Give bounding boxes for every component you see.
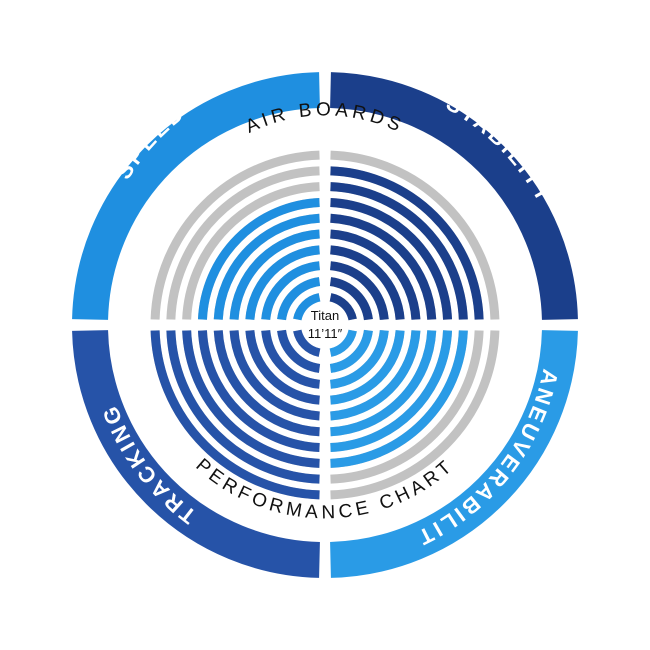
- bar-arc-maneuverability: [329, 329, 389, 389]
- bar-arc-speed: [197, 197, 320, 320]
- radial-bars: [150, 150, 500, 500]
- bar-arc-maneuverability: [329, 329, 357, 357]
- bar-arc-stability: [330, 245, 405, 320]
- bar-arc-tracking: [277, 329, 321, 373]
- bar-arc-maneuverability: [329, 329, 373, 373]
- bar-arc-tracking: [229, 330, 320, 421]
- center-name: Titan: [311, 308, 339, 323]
- bar-arc-stability: [330, 166, 484, 320]
- bar-arc-tracking: [182, 330, 320, 468]
- bar-arc-speed: [293, 293, 321, 321]
- bar-arc-speed: [213, 213, 320, 320]
- ring-segment-speed: [72, 72, 321, 321]
- bar-arc-tracking: [293, 329, 321, 357]
- ring-segment-maneuverability: [329, 329, 578, 578]
- bar-arc-tracking: [197, 330, 320, 453]
- center-size: 11’11″: [308, 326, 343, 341]
- bar-arc-tracking: [261, 329, 321, 389]
- track-arc: [330, 330, 484, 484]
- bar-arc-tracking: [245, 330, 320, 405]
- bar-arc-stability: [330, 182, 468, 320]
- track-arc: [330, 150, 500, 320]
- bar-arc-speed: [245, 245, 320, 320]
- center-disc: [301, 301, 349, 349]
- bar-arc-maneuverability: [330, 330, 405, 405]
- bar-arc-speed: [277, 277, 321, 321]
- bar-arc-maneuverability: [330, 330, 468, 468]
- ring-segment-stability: [329, 72, 578, 321]
- bar-arc-stability: [330, 197, 453, 320]
- bar-arc-tracking: [213, 330, 320, 437]
- bar-arc-stability: [329, 261, 389, 321]
- track-arc: [182, 182, 320, 320]
- bar-arc-maneuverability: [330, 330, 421, 421]
- track-arc: [150, 150, 320, 320]
- bar-arc-stability: [329, 293, 357, 321]
- ring-segment-tracking: [72, 329, 321, 578]
- bar-arc-tracking: [166, 330, 320, 484]
- bar-arc-stability: [330, 213, 437, 320]
- bar-arc-speed: [261, 261, 321, 321]
- bar-arc-speed: [229, 229, 320, 320]
- bar-arc-stability: [329, 277, 373, 321]
- bar-arc-maneuverability: [330, 330, 453, 453]
- bar-arc-maneuverability: [330, 330, 437, 437]
- track-arc: [166, 166, 320, 320]
- category-ring: [72, 72, 578, 578]
- bar-arc-stability: [330, 229, 421, 320]
- bar-arc-tracking: [150, 330, 320, 500]
- track-arc: [330, 330, 500, 500]
